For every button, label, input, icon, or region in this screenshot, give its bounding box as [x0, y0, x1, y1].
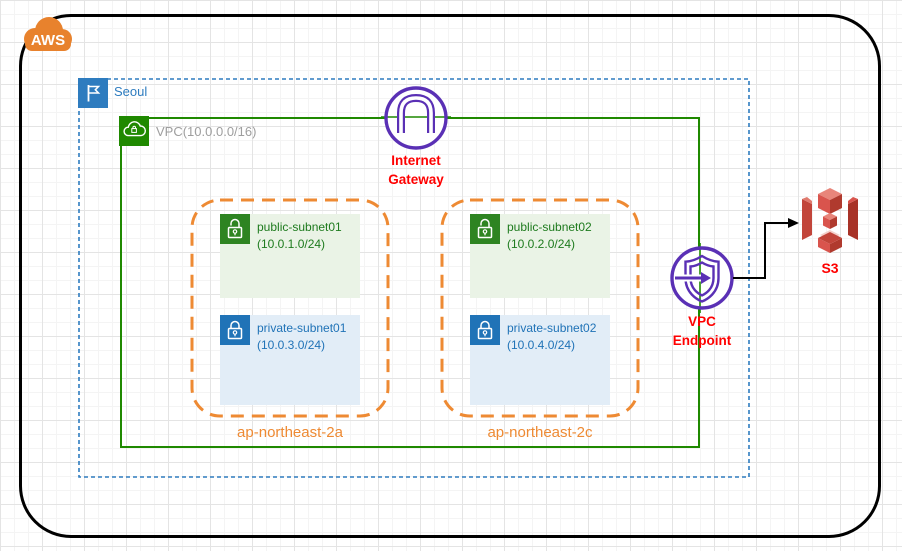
subnet-cidr: (10.0.2.0/24)	[507, 237, 576, 251]
open-lock-icon	[220, 214, 250, 244]
vpc-endpoint-label: VPC Endpoint	[672, 314, 732, 348]
internet-gateway-label: Internet Gateway	[388, 153, 444, 187]
subnet-public-02[interactable]: public-subnet02 (10.0.2.0/24)	[470, 214, 610, 298]
subnet-text: public-subnet02 (10.0.2.0/24)	[507, 219, 592, 253]
subnet-name: private-subnet01	[257, 321, 347, 335]
region-flag-icon[interactable]	[78, 78, 108, 108]
subnet-private-01[interactable]: private-subnet01 (10.0.3.0/24)	[220, 315, 360, 405]
subnet-name: public-subnet01	[257, 220, 342, 234]
closed-lock-icon	[470, 315, 500, 345]
subnet-name: public-subnet02	[507, 220, 592, 234]
subnet-cidr: (10.0.4.0/24)	[507, 338, 576, 352]
region-label: Seoul	[114, 84, 148, 99]
az-a-label: ap-northeast-2a	[237, 424, 343, 441]
az-c-boundary[interactable]	[440, 198, 640, 418]
vpc-endpoint-icon[interactable]	[667, 243, 737, 313]
vpc-cloud-lock-icon[interactable]	[119, 116, 149, 146]
subnet-name: private-subnet02	[507, 321, 597, 335]
aws-cloud-boundary[interactable]	[19, 14, 881, 538]
closed-lock-icon	[220, 315, 250, 345]
vpc-label: VPC(10.0.0.0/16)	[156, 124, 257, 139]
subnet-public-01[interactable]: public-subnet01 (10.0.1.0/24)	[220, 214, 360, 298]
s3-label: S3	[821, 260, 839, 276]
subnet-text: private-subnet01 (10.0.3.0/24)	[257, 320, 346, 354]
subnet-private-02[interactable]: private-subnet02 (10.0.4.0/24)	[470, 315, 610, 405]
subnet-cidr: (10.0.1.0/24)	[257, 237, 326, 251]
subnet-text: public-subnet01 (10.0.1.0/24)	[257, 219, 342, 253]
s3-bucket-icon[interactable]	[799, 187, 861, 253]
az-a-boundary[interactable]	[190, 198, 390, 418]
internet-gateway-icon[interactable]	[381, 83, 451, 153]
aws-cloud-logo-icon[interactable]: AWS	[18, 11, 76, 53]
endpoint-to-s3-connector[interactable]	[727, 214, 805, 286]
az-c-label: ap-northeast-2c	[487, 424, 593, 441]
aws-logo-text: AWS	[31, 32, 65, 49]
open-lock-icon	[470, 214, 500, 244]
subnet-text: private-subnet02 (10.0.4.0/24)	[507, 320, 596, 354]
subnet-cidr: (10.0.3.0/24)	[257, 338, 326, 352]
